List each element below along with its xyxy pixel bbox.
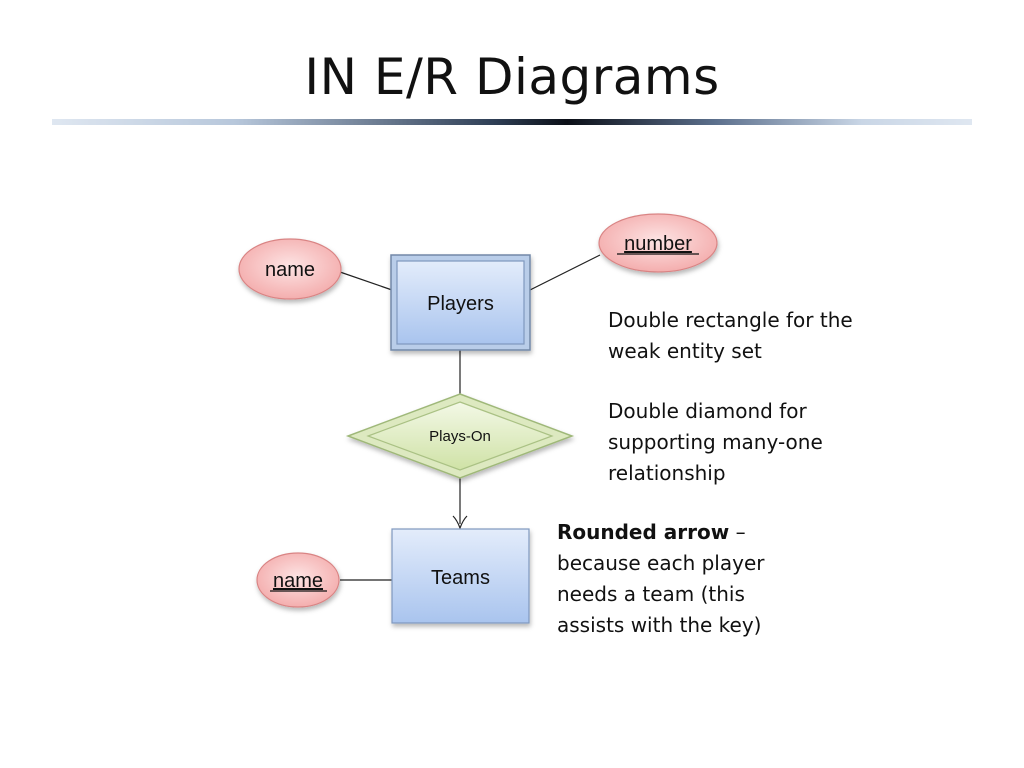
attribute-team-name[interactable] xyxy=(256,552,340,608)
note-double-diamond: Double diamond for supporting many-one r… xyxy=(608,399,823,485)
relationship-plays-on-label: Plays-On xyxy=(429,428,491,445)
connector-number-players xyxy=(529,254,601,291)
slide-title: IN E/R Diagrams xyxy=(304,48,720,106)
attribute-player-name-label: name xyxy=(265,259,315,281)
note-rounded-arrow: Rounded arrow – because each player need… xyxy=(557,517,797,641)
entity-players-label: Players xyxy=(427,293,494,315)
note-weak-entity: Double rectangle for the weak entity set xyxy=(608,308,853,363)
note-rounded-arrow-bold: Rounded arrow xyxy=(557,520,730,544)
title-divider xyxy=(52,119,972,125)
attribute-player-name[interactable] xyxy=(238,238,342,300)
rounded-arrow-icon xyxy=(452,515,468,530)
entity-teams[interactable] xyxy=(391,528,530,624)
attribute-player-number[interactable] xyxy=(598,213,718,273)
connector-name-players xyxy=(339,271,393,291)
attribute-team-name-label: name xyxy=(273,570,323,592)
entity-teams-label: Teams xyxy=(431,567,490,589)
entity-players[interactable] xyxy=(390,254,531,351)
attribute-player-number-label: number xyxy=(624,233,692,255)
note-rounded-arrow-text: – because each player needs a team (this… xyxy=(557,520,765,637)
relationship-plays-on[interactable] xyxy=(345,393,575,479)
